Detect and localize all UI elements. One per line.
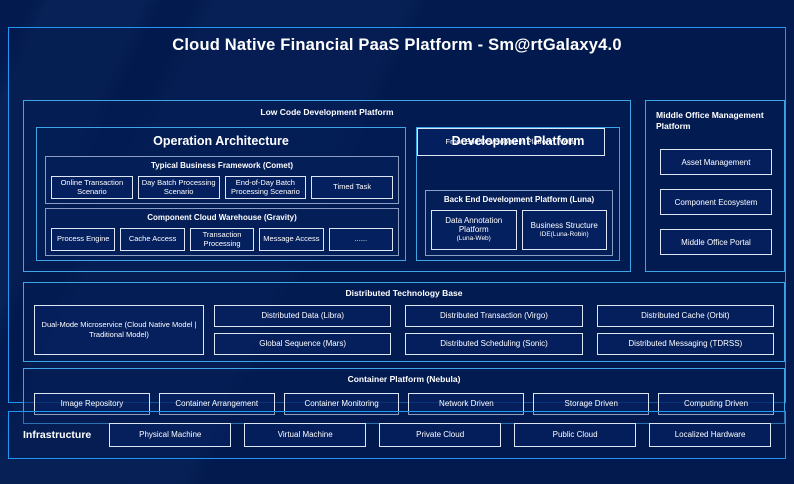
platform-main-frame: Cloud Native Financial PaaS Platform - S… [8,27,786,424]
list-item[interactable]: Storage Driven [533,393,650,415]
list-item[interactable]: Container Monitoring [283,393,400,415]
list-item[interactable]: Private Cloud [379,423,502,447]
list-item[interactable]: End-of-Day Batch Processing Scenario [224,176,307,199]
development-platform-panel: Development Platform Front End Developme… [416,127,620,261]
list-item[interactable]: Localized Hardware [649,423,772,447]
list-item[interactable]: Distributed Messaging (TDRSS) [596,333,774,355]
list-item[interactable]: Middle Office Portal [660,229,772,255]
list-item[interactable]: Distributed Transaction (Virgo) [405,305,583,327]
list-item[interactable]: Virtual Machine [244,423,367,447]
low-code-platform-title: Low Code Development Platform [260,107,394,117]
list-item[interactable]: Day Batch Processing Scenario [137,176,220,199]
list-item[interactable]: Business Structure IDE(Luna-Robin) [521,210,607,250]
list-item-more[interactable]: ...... [328,228,394,251]
list-item[interactable]: Cache Access [120,228,185,251]
middle-office-management-platform-panel: Middle Office Management Platform Asset … [645,100,785,272]
list-item-sublabel: IDE(Luna-Robin) [539,230,589,238]
typical-business-framework-title: Typical Business Framework (Comet) [150,161,294,170]
distributed-technology-base-panel: Distributed Technology Base Dual-Mode Mi… [23,282,785,362]
list-item[interactable]: Image Repository [34,393,150,415]
list-item[interactable]: Data Annotation Platform (Luna-Web) [431,210,517,250]
list-item[interactable]: Asset Management [660,149,772,175]
list-item[interactable]: Online Transaction Scenario [51,176,133,199]
distributed-technology-items: Distributed Data (Libra) Distributed Tra… [214,305,774,355]
list-item[interactable]: Public Cloud [514,423,637,447]
list-item[interactable]: Physical Machine [109,423,232,447]
list-item[interactable]: Timed Task [311,176,393,199]
component-cloud-warehouse-items: Process Engine Cache Access Transaction … [51,228,394,251]
list-item-sublabel: (Luna-Web) [456,235,491,243]
container-platform-items: Image Repository Container Arrangement C… [34,393,774,415]
typical-business-framework-group: Typical Business Framework (Comet) Onlin… [45,156,399,204]
list-item[interactable]: Distributed Scheduling (Sonic) [405,333,583,355]
infrastructure-items: Physical Machine Virtual Machine Private… [109,423,772,447]
back-end-development-platform-group: Back End Development Platform (Luna) Dat… [425,190,613,256]
list-item-label: Business Structure [530,220,598,230]
distributed-technology-base-title: Distributed Technology Base [345,288,463,298]
list-item-label: Data Annotation Platform [445,216,503,235]
component-cloud-warehouse-group: Component Cloud Warehouse (Gravity) Proc… [45,208,399,256]
operation-architecture-title: Operation Architecture [153,134,289,148]
page-title: Cloud Native Financial PaaS Platform - S… [172,36,622,54]
low-code-development-platform-panel: Low Code Development Platform Operation … [23,100,631,272]
operation-architecture-panel: Operation Architecture Typical Business … [36,127,406,261]
list-item[interactable]: Component Ecosystem [660,189,772,215]
list-item[interactable]: Transaction Processing [189,228,255,251]
list-item[interactable]: Container Arrangement [158,393,275,415]
component-cloud-warehouse-title: Component Cloud Warehouse (Gravity) [147,213,297,222]
front-end-development-platform-item[interactable]: Front End Development Platform (Vela) [417,128,605,156]
list-item[interactable]: Global Sequence (Mars) [214,333,392,355]
list-item[interactable]: Distributed Cache (Orbit) [596,305,774,327]
list-item[interactable]: Network Driven [408,393,525,415]
list-item[interactable]: Distributed Data (Libra) [214,305,392,327]
container-platform-title: Container Platform (Nebula) [347,374,461,384]
list-item[interactable]: Computing Driven [658,393,774,415]
back-end-development-platform-title: Back End Development Platform (Luna) [443,195,595,204]
development-platform-title: Development Platform [451,134,585,148]
middle-office-platform-title: Middle Office Management Platform [656,110,764,132]
typical-business-framework-items: Online Transaction Scenario Day Batch Pr… [51,176,393,199]
list-item[interactable]: Process Engine [51,228,116,251]
dual-mode-microservice-item[interactable]: Dual-Mode Microservice (Cloud Native Mod… [34,305,204,355]
infrastructure-label: Infrastructure [23,429,92,441]
infrastructure-frame: Infrastructure Physical Machine Virtual … [8,411,786,459]
back-end-items: Data Annotation Platform (Luna-Web) Busi… [431,210,607,250]
container-platform-panel: Container Platform (Nebula) Image Reposi… [23,368,785,424]
list-item[interactable]: Message Access [259,228,324,251]
